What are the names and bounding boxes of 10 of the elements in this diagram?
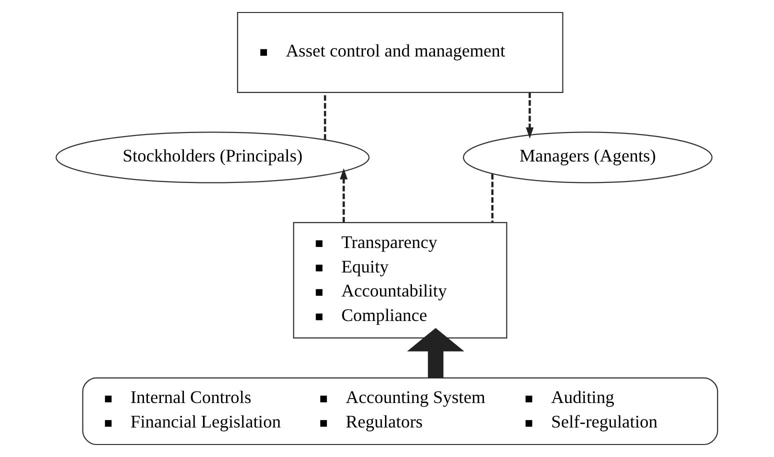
node-box: Asset control and management (237, 12, 564, 93)
node-ellipse: Stockholders (Principals) (56, 132, 370, 184)
node-box: Transparency Equity Accountability Compliance (293, 222, 508, 338)
node-ellipse: Managers (Agents) (462, 132, 712, 184)
arrow (526, 92, 534, 139)
connector (491, 174, 494, 222)
arrow (407, 328, 464, 378)
connector (324, 92, 326, 140)
node-box: Internal Controls Accounting System Auditing Financial Legislation Regulators Self-regulation (82, 377, 718, 446)
arrow (340, 168, 348, 222)
